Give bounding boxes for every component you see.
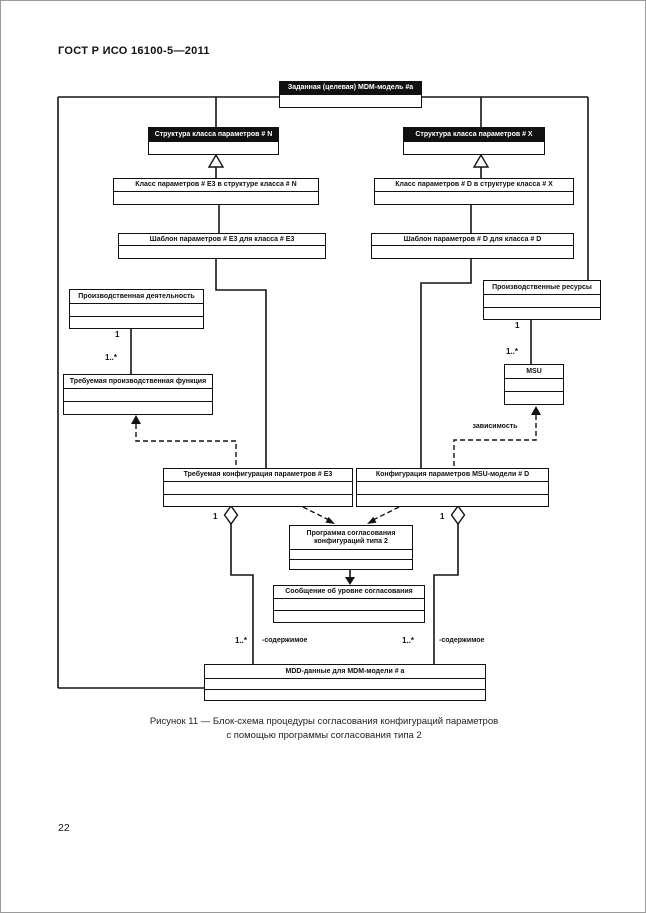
- box-class-d: Класс параметров # D в структуре класса …: [374, 178, 574, 205]
- box-row: [375, 191, 573, 204]
- box-row: [274, 610, 424, 622]
- generalization-triangle-x: [472, 153, 490, 168]
- box-configuration-d: Конфигурация параметров MSU-модели # D: [356, 468, 549, 507]
- box-mdd-data-label: MDD-данные для MDM-модели # a: [285, 667, 405, 675]
- box-production-activity-label: Производственная деятельность: [78, 292, 195, 300]
- generalization-triangle-n: [207, 153, 225, 168]
- box-required-configuration-label: Требуемая конфигурация параметров # E3: [183, 471, 333, 479]
- box-row: [357, 493, 548, 506]
- box-row: [484, 306, 600, 319]
- box-row: [70, 303, 203, 316]
- box-row: [205, 678, 485, 689]
- role-content-right: -содержимое: [439, 637, 485, 644]
- box-row: [164, 493, 352, 506]
- box-matching-level-message: Сообщение об уровне согласования: [273, 585, 425, 623]
- standard-number-heading: ГОСТ Р ИСО 16100-5—2011: [58, 45, 210, 57]
- box-template-e3-label: Шаблон параметров # E3 для класса # E3: [149, 235, 295, 243]
- multiplicity-activity-one: 1: [115, 330, 120, 339]
- box-row: [205, 689, 485, 700]
- box-structure-class-x: Структура класса параметров # X: [403, 127, 545, 155]
- box-row: [274, 598, 424, 610]
- box-row: [505, 391, 563, 404]
- dependency-left-dashed: [135, 424, 237, 468]
- aggregation-diamond-right: [450, 504, 466, 526]
- box-matching-level-message-label: Сообщение об уровне согласования: [285, 588, 413, 596]
- box-row: [149, 141, 278, 154]
- box-row: [64, 388, 212, 401]
- box-structure-class-n-label: Структура класса параметров # N: [149, 128, 278, 141]
- box-production-resources-label: Производственные ресурсы: [492, 283, 592, 291]
- box-template-d: Шаблон параметров # D для класса # D: [371, 233, 574, 259]
- box-matching-program: Программа согласования конфигураций типа…: [289, 525, 413, 570]
- box-class-e3-label: Класс параметров # E3 в структуре класса…: [135, 181, 297, 189]
- box-structure-class-n: Структура класса параметров # N: [148, 127, 279, 155]
- box-required-configuration: Требуемая конфигурация параметров # E3: [163, 468, 353, 507]
- figure-caption: Рисунок 11 — Блок-схема процедуры соглас…: [1, 715, 645, 743]
- multiplicity-function-many: 1..*: [105, 353, 118, 362]
- box-template-e3: Шаблон параметров # E3 для класса # E3: [118, 233, 326, 259]
- figure-caption-line1: Рисунок 11 — Блок-схема процедуры соглас…: [149, 716, 499, 727]
- arrowhead-dependency-left: [131, 415, 141, 424]
- box-msu-label: MSU: [526, 367, 542, 375]
- box-class-d-label: Класс параметров # D в структуре класса …: [395, 181, 553, 189]
- box-row: [119, 245, 325, 258]
- box-row: [164, 481, 352, 494]
- box-mdd-data: MDD-данные для MDM-модели # a: [204, 664, 486, 701]
- dashed-arrow-reqconfig-program: [302, 506, 332, 522]
- box-required-function: Требуемая производственная функция: [63, 374, 213, 415]
- box-class-e3: Класс параметров # E3 в структуре класса…: [113, 178, 319, 205]
- connector-template-to-config: [420, 259, 472, 468]
- box-target-mdm-model: Заданная (целевая) MDM-модель #a: [279, 81, 422, 108]
- multiplicity-mdd-left-many: 1..*: [235, 636, 248, 645]
- box-production-activity: Производственная деятельность: [69, 289, 204, 329]
- box-row: [404, 141, 544, 154]
- box-structure-class-x-label: Структура класса параметров # X: [404, 128, 544, 141]
- dashed-arrow-config-program: [370, 506, 400, 522]
- page-number: 22: [58, 822, 70, 834]
- multiplicity-reqconfig-one: 1: [213, 512, 218, 521]
- box-row: [64, 401, 212, 414]
- multiplicity-resources-one: 1: [515, 321, 520, 330]
- box-template-d-label: Шаблон параметров # D для класса # D: [403, 235, 542, 243]
- box-target-mdm-model-label: Заданная (целевая) MDM-модель #a: [280, 82, 421, 94]
- box-row: [290, 549, 412, 559]
- arrowhead-diagonal-right: [367, 516, 377, 524]
- aggregation-diamond-left: [223, 504, 239, 526]
- box-required-function-label: Требуемая производственная функция: [69, 377, 207, 385]
- box-row: [372, 245, 573, 258]
- dependency-label: зависимость: [472, 423, 518, 430]
- connector-template-to-reqconfig: [215, 259, 267, 468]
- arrowhead-program-message: [345, 577, 355, 585]
- multiplicity-msu-many: 1..*: [506, 347, 519, 356]
- arrowhead-dependency-right: [531, 406, 541, 415]
- box-row: [280, 94, 421, 107]
- box-matching-program-label: Программа согласования конфигураций типа…: [306, 529, 396, 545]
- box-production-resources: Производственные ресурсы: [483, 280, 601, 320]
- box-row: [70, 315, 203, 328]
- box-row: [484, 294, 600, 307]
- arrowhead-diagonal-left: [325, 516, 335, 524]
- figure-caption-line2: с помощью программы согласования типа 2: [226, 730, 422, 741]
- box-row: [357, 481, 548, 494]
- multiplicity-config-one: 1: [440, 512, 445, 521]
- box-row: [290, 559, 412, 569]
- box-row: [505, 378, 563, 391]
- box-configuration-d-label: Конфигурация параметров MSU-модели # D: [375, 471, 530, 479]
- box-row: [114, 191, 318, 204]
- box-msu: MSU: [504, 364, 564, 405]
- multiplicity-mdd-right-many: 1..*: [402, 636, 415, 645]
- role-content-left: -содержимое: [262, 637, 308, 644]
